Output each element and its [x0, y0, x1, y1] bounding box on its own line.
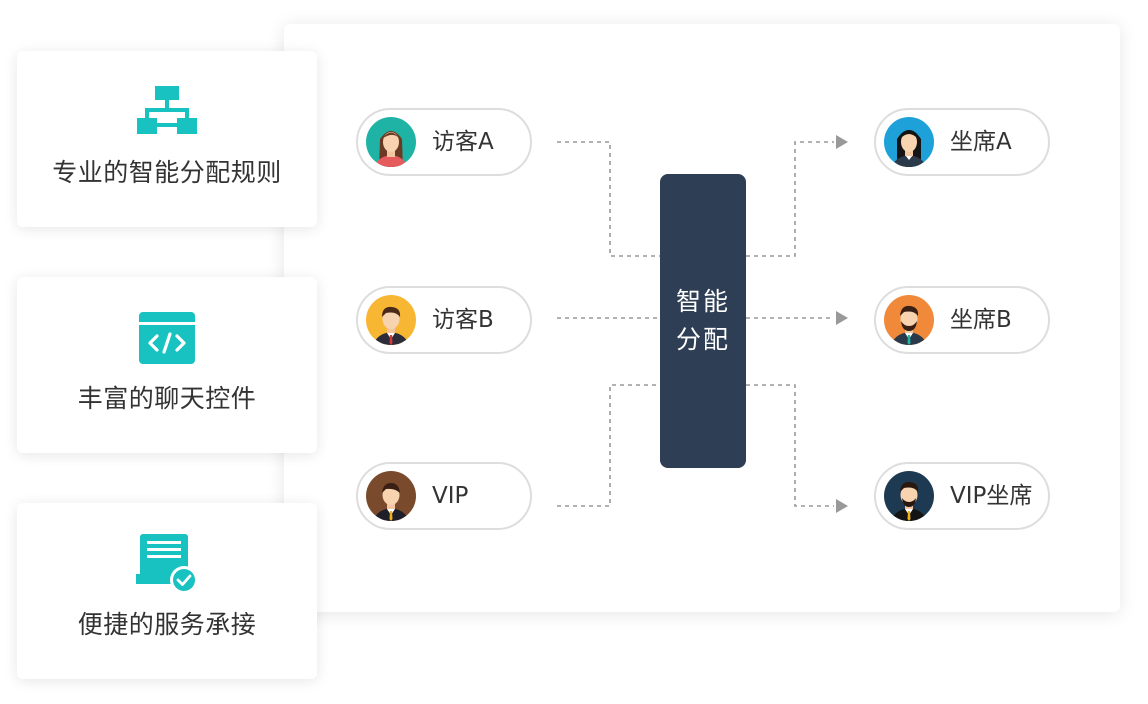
agent-label: VIP坐席 [950, 483, 1033, 509]
agent-vip-node: VIP坐席 [874, 462, 1050, 530]
visitor-label: VIP [432, 483, 469, 509]
smart-distribution-hub: 智能 分配 [660, 174, 746, 468]
visitor-a-node: 访客A [356, 108, 532, 176]
agent-label: 坐席B [950, 307, 1012, 333]
feature-label: 便捷的服务承接 [77, 610, 257, 639]
female-visitor-avatar [366, 117, 416, 167]
visitor-label: 访客A [432, 129, 494, 155]
hub-label-line1: 智能 [675, 287, 730, 316]
feature-label: 专业的智能分配规则 [52, 158, 282, 187]
feature-card-chat-widgets: 丰富的聊天控件 [17, 277, 317, 453]
feature-label: 丰富的聊天控件 [77, 384, 257, 413]
vip-agent-avatar [884, 471, 934, 521]
hub-label-line2: 分配 [675, 325, 730, 354]
agent-a-node: 坐席A [874, 108, 1050, 176]
feature-card-service-handoff: 便捷的服务承接 [17, 503, 317, 679]
visitor-b-node: 访客B [356, 286, 532, 354]
bearded-agent-avatar [884, 295, 934, 345]
org-chart-icon [137, 86, 197, 134]
document-check-icon [136, 534, 198, 594]
vip-visitor-avatar [366, 471, 416, 521]
agent-b-node: 坐席B [874, 286, 1050, 354]
feature-card-distribution-rules: 专业的智能分配规则 [17, 51, 317, 227]
visitor-vip-node: VIP [356, 462, 532, 530]
male-visitor-avatar [366, 295, 416, 345]
visitor-label: 访客B [432, 307, 494, 333]
code-widget-icon [139, 312, 195, 364]
female-agent-avatar [884, 117, 934, 167]
agent-label: 坐席A [950, 129, 1012, 155]
